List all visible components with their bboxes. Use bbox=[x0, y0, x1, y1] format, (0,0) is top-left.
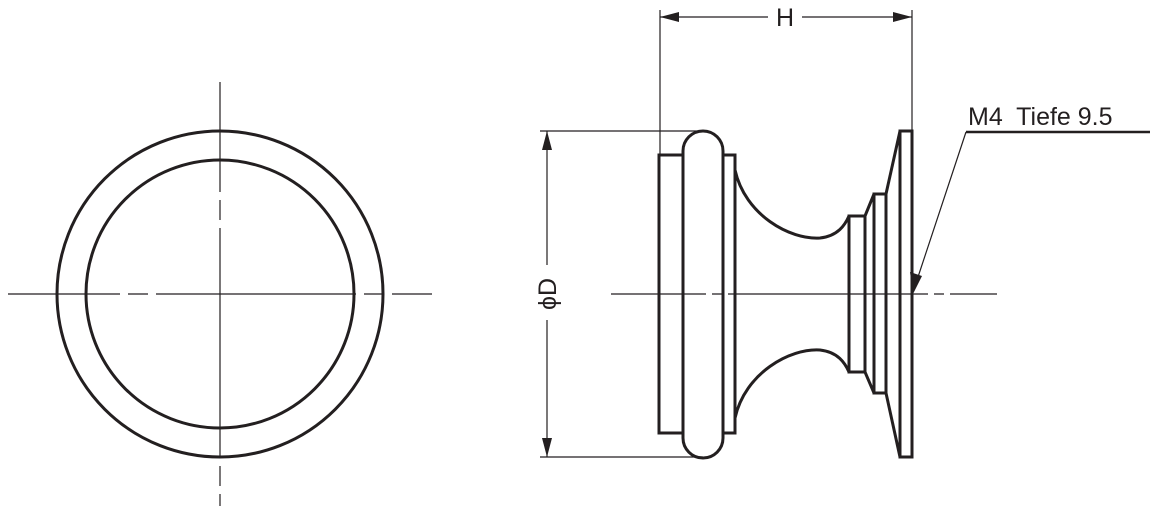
step-2-rect bbox=[872, 192, 888, 395]
neck-rect bbox=[721, 153, 737, 435]
rounded-cap bbox=[681, 129, 725, 460]
d-arrow-bottom-icon bbox=[542, 438, 552, 457]
callout-text: M4 Tiefe 9.5 bbox=[968, 103, 1113, 131]
taper-bottom bbox=[884, 392, 902, 458]
d-label: ϕD bbox=[534, 278, 562, 310]
h-arrow-right-icon bbox=[893, 12, 912, 22]
outer-circle bbox=[55, 129, 385, 459]
step-1-rect bbox=[847, 214, 867, 374]
diameter-dimension: ϕD bbox=[534, 130, 703, 458]
base-plate bbox=[898, 129, 914, 459]
waist-curve-top bbox=[733, 169, 851, 240]
side-view bbox=[611, 129, 997, 460]
inner-circle bbox=[84, 158, 356, 430]
front-view bbox=[8, 82, 432, 506]
callout-leader bbox=[916, 131, 967, 281]
waist-curve-bottom bbox=[733, 348, 851, 419]
d-arrow-top-icon bbox=[542, 131, 552, 150]
taper-top bbox=[884, 130, 902, 195]
h-arrow-left-icon bbox=[660, 12, 679, 22]
thread-callout: M4 Tiefe 9.5 bbox=[910, 103, 1150, 294]
h-label: H bbox=[776, 4, 794, 32]
height-dimension: H bbox=[659, 4, 913, 155]
callout-arrow-icon bbox=[910, 272, 922, 294]
